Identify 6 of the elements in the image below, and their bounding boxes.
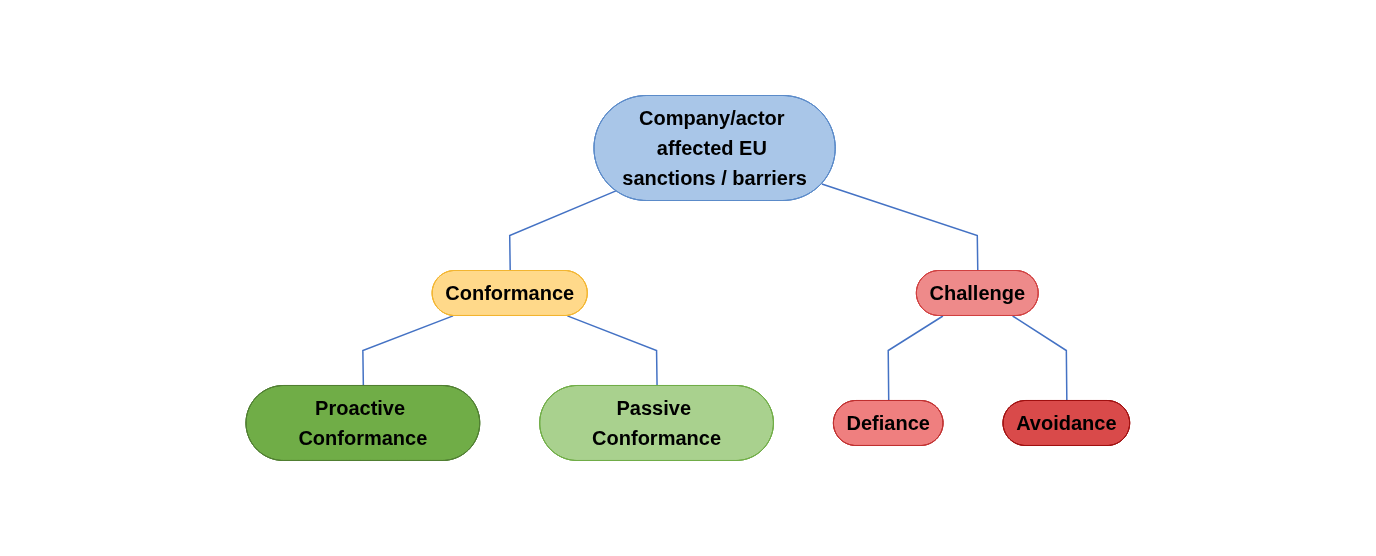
- connector: [566, 315, 658, 387]
- connector: [362, 315, 454, 387]
- connector: [821, 183, 979, 272]
- connector: [509, 190, 617, 272]
- connector: [1012, 315, 1068, 402]
- connector: [887, 315, 944, 402]
